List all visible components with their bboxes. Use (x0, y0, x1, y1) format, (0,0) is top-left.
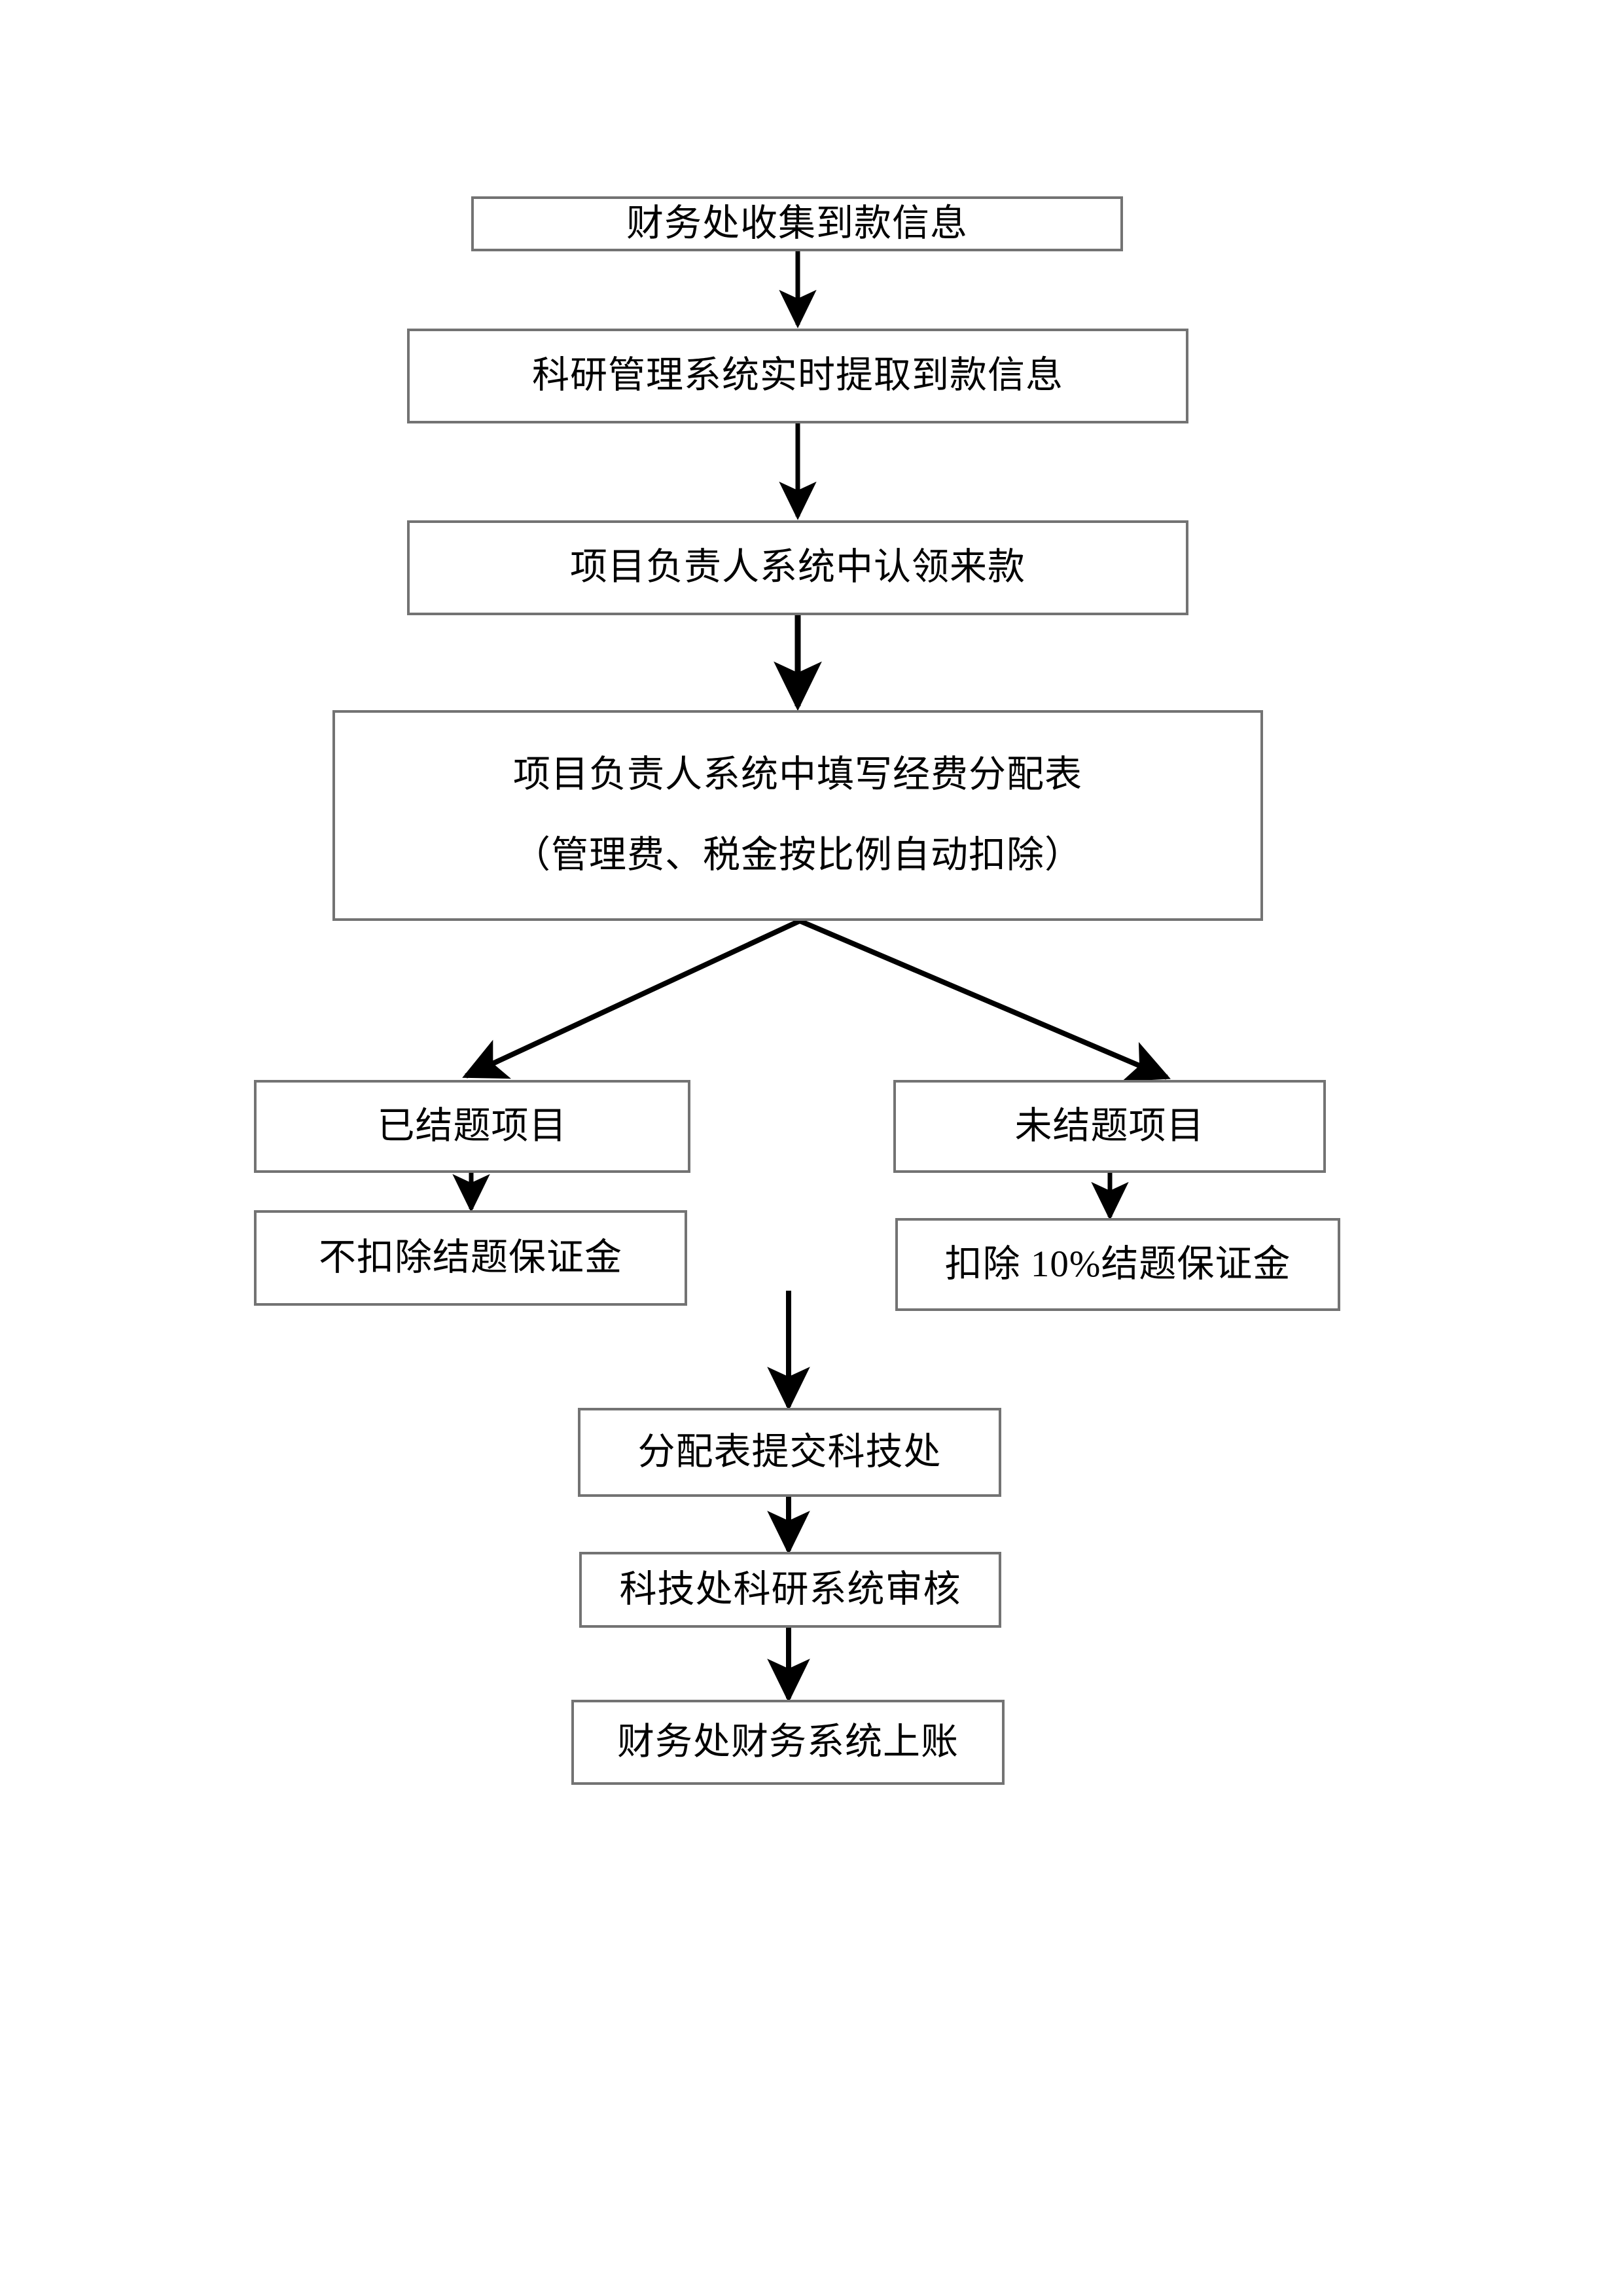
node-pi-fill-allocation-table[interactable]: 项目负责人系统中填写经费分配表 （管理费、税金按比例自动扣除） (332, 710, 1263, 921)
node-label: 不扣除结题保证金 (319, 1236, 622, 1278)
node-label: 科技处科研系统审核 (619, 1568, 961, 1610)
node-pi-claim-payment[interactable]: 项目负责人系统中认领来款 (407, 520, 1188, 615)
node-label-line-1: 项目负责人系统中填写经费分配表 (513, 753, 1082, 795)
edge-n4-n5 (462, 918, 801, 1079)
node-label: 已结题项目 (377, 1105, 567, 1147)
node-finance-system-posting[interactable]: 财务处财务系统上账 (571, 1700, 1005, 1785)
node-closed-project[interactable]: 已结题项目 (254, 1080, 690, 1173)
node-label: 财务处收集到款信息 (626, 202, 968, 244)
node-no-deposit-deduction[interactable]: 不扣除结题保证金 (254, 1210, 687, 1306)
node-deduct-10-percent-deposit[interactable]: 扣除 10%结题保证金 (895, 1218, 1340, 1311)
edge-n4-n6 (798, 918, 1171, 1082)
node-office-system-review[interactable]: 科技处科研系统审核 (579, 1552, 1001, 1628)
node-label: 财务处财务系统上账 (617, 1721, 959, 1763)
node-label: 未结题项目 (1014, 1105, 1205, 1147)
node-collect-payment-info[interactable]: 财务处收集到款信息 (471, 196, 1123, 251)
node-submit-table-to-office[interactable]: 分配表提交科技处 (578, 1408, 1001, 1497)
node-system-extract-payment-info[interactable]: 科研管理系统实时提取到款信息 (407, 329, 1188, 423)
node-label-line-2: （管理费、税金按比例自动扣除） (513, 834, 1082, 876)
node-label: 分配表提交科技处 (637, 1431, 942, 1473)
node-label: 科研管理系统实时提取到款信息 (532, 355, 1063, 397)
node-label: 扣除 10%结题保证金 (944, 1243, 1291, 1285)
node-open-project[interactable]: 未结题项目 (893, 1080, 1326, 1173)
node-label: 项目负责人系统中认领来款 (570, 547, 1026, 588)
